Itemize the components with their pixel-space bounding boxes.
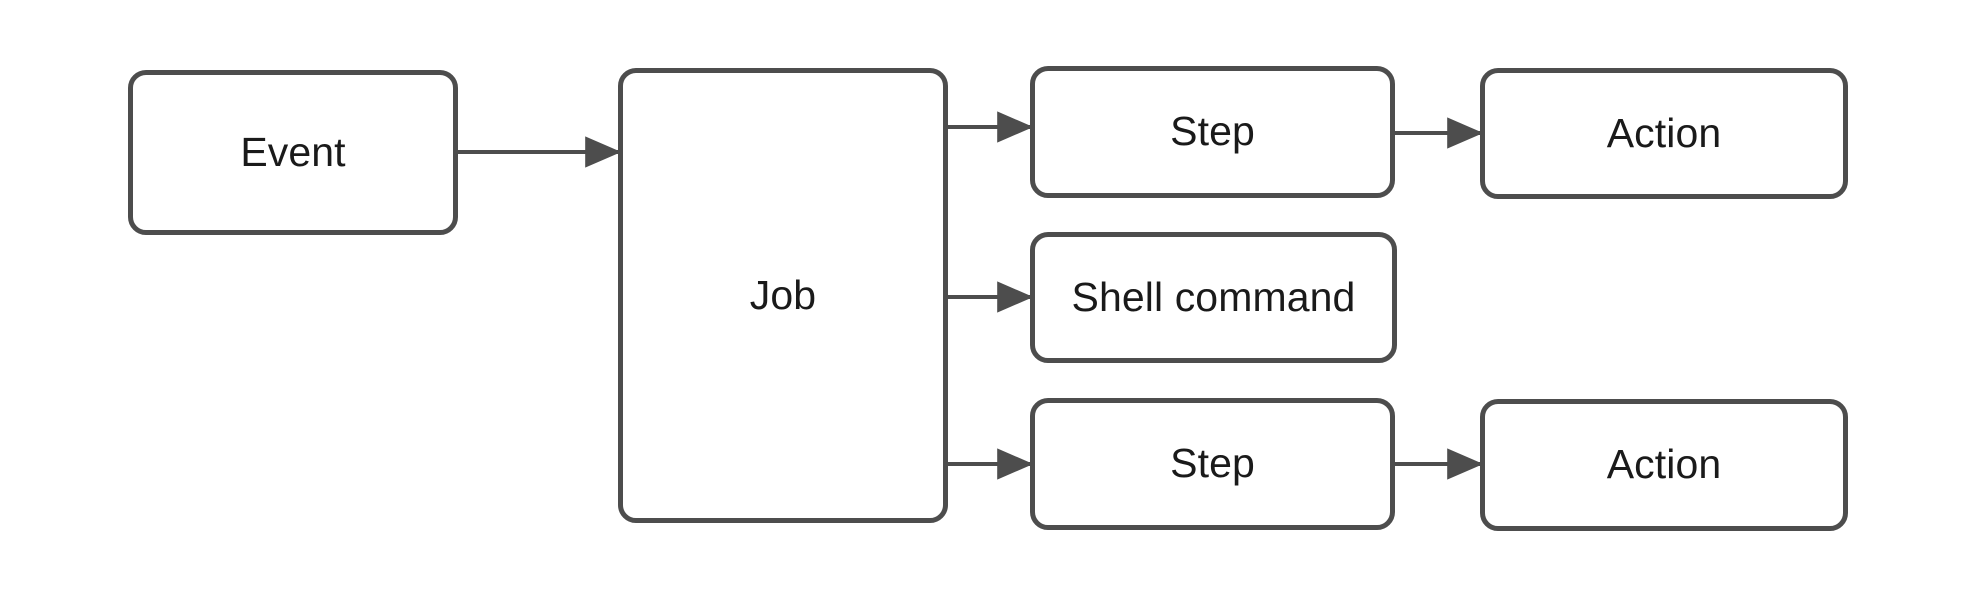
node-action-bottom[interactable]: Action	[1480, 399, 1848, 531]
node-job[interactable]: Job	[618, 68, 948, 523]
node-step-bottom[interactable]: Step	[1030, 398, 1395, 530]
node-job-label: Job	[749, 271, 817, 318]
node-step-top-label: Step	[1170, 108, 1255, 155]
node-action-top[interactable]: Action	[1480, 68, 1848, 199]
node-action-bottom-label: Action	[1606, 441, 1722, 488]
node-shell-command-label: Shell command	[1071, 273, 1356, 320]
node-step-bottom-label: Step	[1170, 440, 1255, 487]
node-step-top[interactable]: Step	[1030, 66, 1395, 198]
node-event-label: Event	[240, 128, 346, 175]
node-action-top-label: Action	[1606, 109, 1722, 156]
node-event[interactable]: Event	[128, 70, 458, 235]
node-shell-command[interactable]: Shell command	[1030, 232, 1397, 363]
